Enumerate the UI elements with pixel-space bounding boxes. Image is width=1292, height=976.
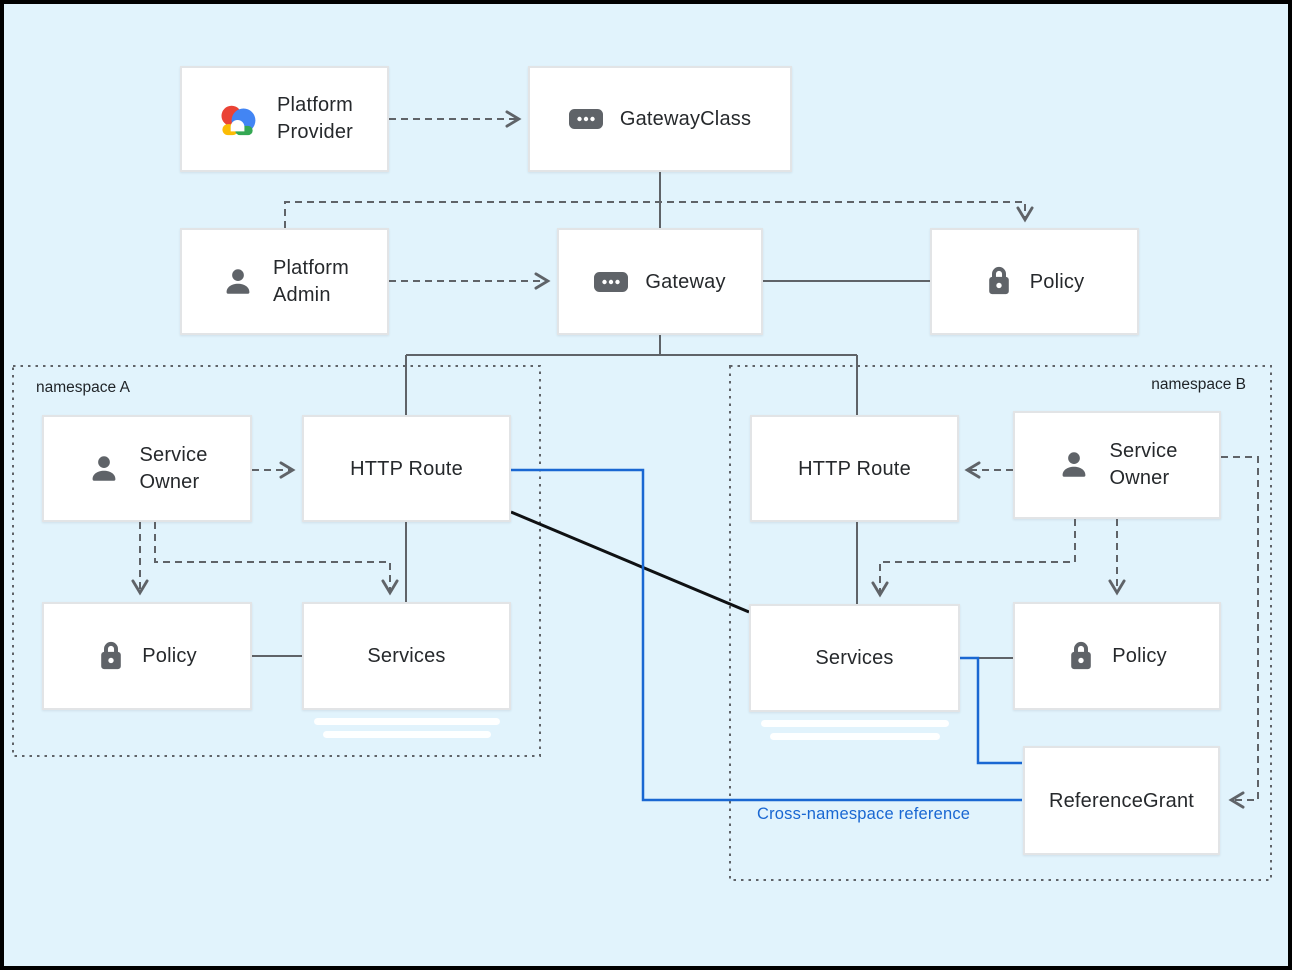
connector-owner-b-referencegrant — [1221, 456, 1259, 809]
node-label: Services — [367, 645, 446, 667]
resource-chip-icon — [594, 271, 629, 292]
node-label: Service — [139, 443, 208, 466]
lock-icon — [1067, 640, 1095, 673]
node-platform-admin: Platform Admin — [180, 228, 389, 335]
namespace-a-label: namespace A — [36, 379, 130, 396]
node-service-owner-a: Service Owner — [42, 415, 252, 522]
node-label: Policy — [1112, 645, 1167, 667]
person-icon — [1056, 447, 1092, 483]
lock-icon — [985, 265, 1013, 298]
services-b-stack-sheet — [761, 720, 949, 727]
person-icon — [220, 264, 256, 300]
node-label: HTTP Route — [350, 457, 463, 480]
node-policy-b: Policy — [1013, 602, 1221, 710]
cross-namespace-reference-label: Cross-namespace reference — [757, 805, 971, 823]
node-http-route-b: HTTP Route — [750, 415, 959, 522]
connector-httproute-a-services-b — [510, 510, 750, 614]
google-cloud-logo — [216, 102, 260, 137]
node-label: ReferenceGrant — [1048, 789, 1195, 812]
node-gateway-class: GatewayClass — [528, 66, 792, 172]
node-label: Platform — [276, 94, 354, 116]
connector-owner-a-services-a — [154, 522, 399, 596]
namespace-b-border — [729, 365, 1272, 881]
connector-httproute-a-referencegrant — [511, 468, 1022, 802]
node-label: Policy — [1029, 270, 1085, 293]
node-label: Owner — [1109, 467, 1170, 489]
node-label: Service — [1109, 440, 1178, 462]
node-services-a: Services — [302, 602, 511, 710]
node-service-owner-b: Service Owner — [1013, 411, 1221, 519]
node-gateway: Gateway — [557, 228, 763, 335]
node-label: GatewayClass — [619, 108, 752, 130]
node-label: Gateway — [645, 270, 726, 293]
node-label: HTTP Route — [798, 457, 911, 480]
node-label: Provider — [276, 121, 354, 143]
services-a-stack-sheet — [323, 731, 491, 738]
node-label: Policy — [142, 645, 197, 667]
services-b-stack-sheet — [770, 733, 940, 740]
lock-icon — [97, 640, 125, 673]
person-icon — [86, 451, 122, 487]
connector-admin-policy — [284, 201, 1034, 228]
resource-chip-icon — [568, 109, 603, 129]
connector-services-b-referencegrant — [960, 656, 1022, 765]
services-a-stack-sheet — [314, 718, 500, 725]
node-label: Admin — [272, 283, 331, 306]
node-policy-a: Policy — [42, 602, 252, 710]
node-http-route-a: HTTP Route — [302, 415, 511, 522]
node-services-b: Services — [749, 604, 960, 712]
node-reference-grant: ReferenceGrant — [1023, 746, 1220, 855]
namespace-b-label: namespace B — [1151, 376, 1246, 393]
node-label: Platform — [272, 256, 350, 279]
namespace-a-border — [12, 365, 541, 757]
connector-owner-b-services-b — [871, 519, 1076, 598]
node-policy: Policy — [930, 228, 1139, 335]
node-platform-provider: Platform Provider — [180, 66, 389, 172]
node-label: Services — [815, 647, 894, 669]
node-label: Owner — [139, 470, 200, 493]
